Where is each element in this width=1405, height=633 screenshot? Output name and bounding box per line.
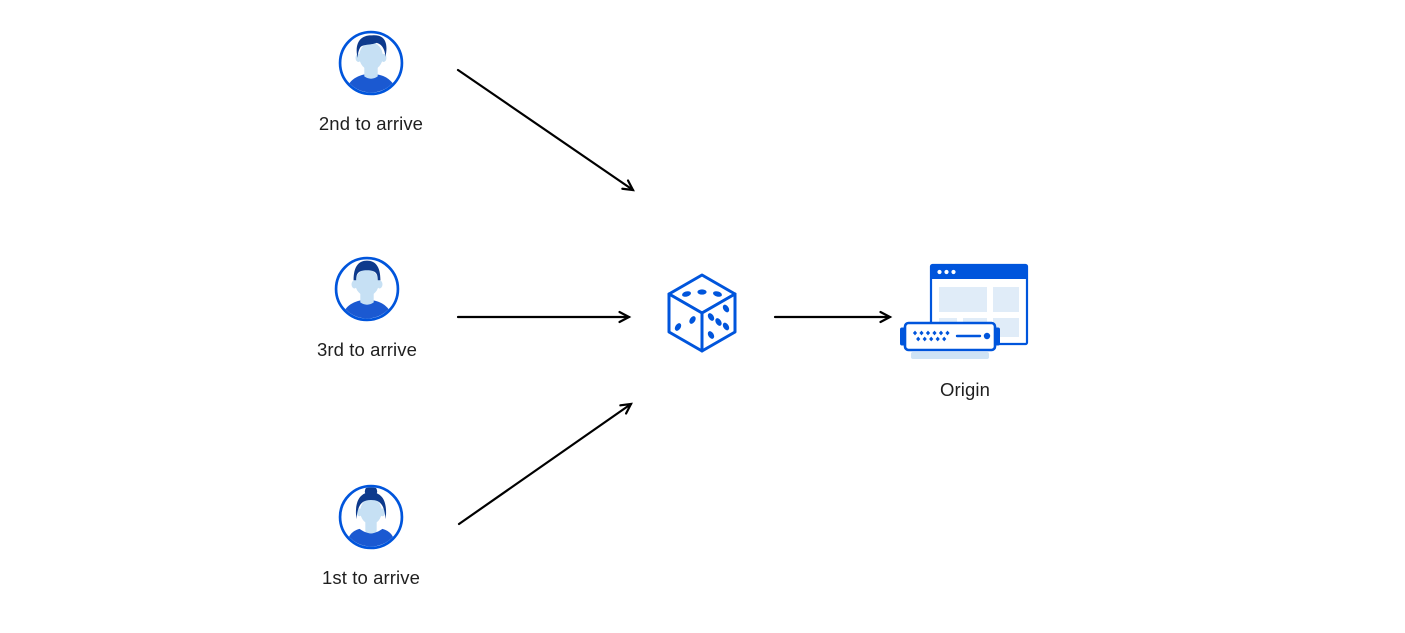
node-visitor-third: 3rd to arrive — [297, 256, 437, 361]
male-short-hair-avatar-icon — [334, 256, 400, 322]
arrow-visitor-first-to-randomizer — [457, 402, 633, 526]
server-icon — [900, 321, 1000, 359]
arrow-visitor-second-to-randomizer — [456, 68, 635, 192]
dice-icon — [667, 273, 737, 353]
node-origin: Origin — [895, 262, 1035, 401]
node-visitor-first: 1st to arrive — [301, 484, 441, 589]
female-avatar-icon — [338, 484, 404, 550]
node-randomizer — [666, 273, 738, 353]
node-visitor-second: 2nd to arrive — [301, 30, 441, 135]
male-avatar-icon — [338, 30, 404, 96]
node-label: Origin — [940, 379, 990, 400]
node-label: 1st to arrive — [322, 567, 420, 588]
node-label: 3rd to arrive — [316, 339, 417, 360]
node-label: 2nd to arrive — [318, 113, 424, 134]
origin-server-icon — [900, 263, 1029, 359]
